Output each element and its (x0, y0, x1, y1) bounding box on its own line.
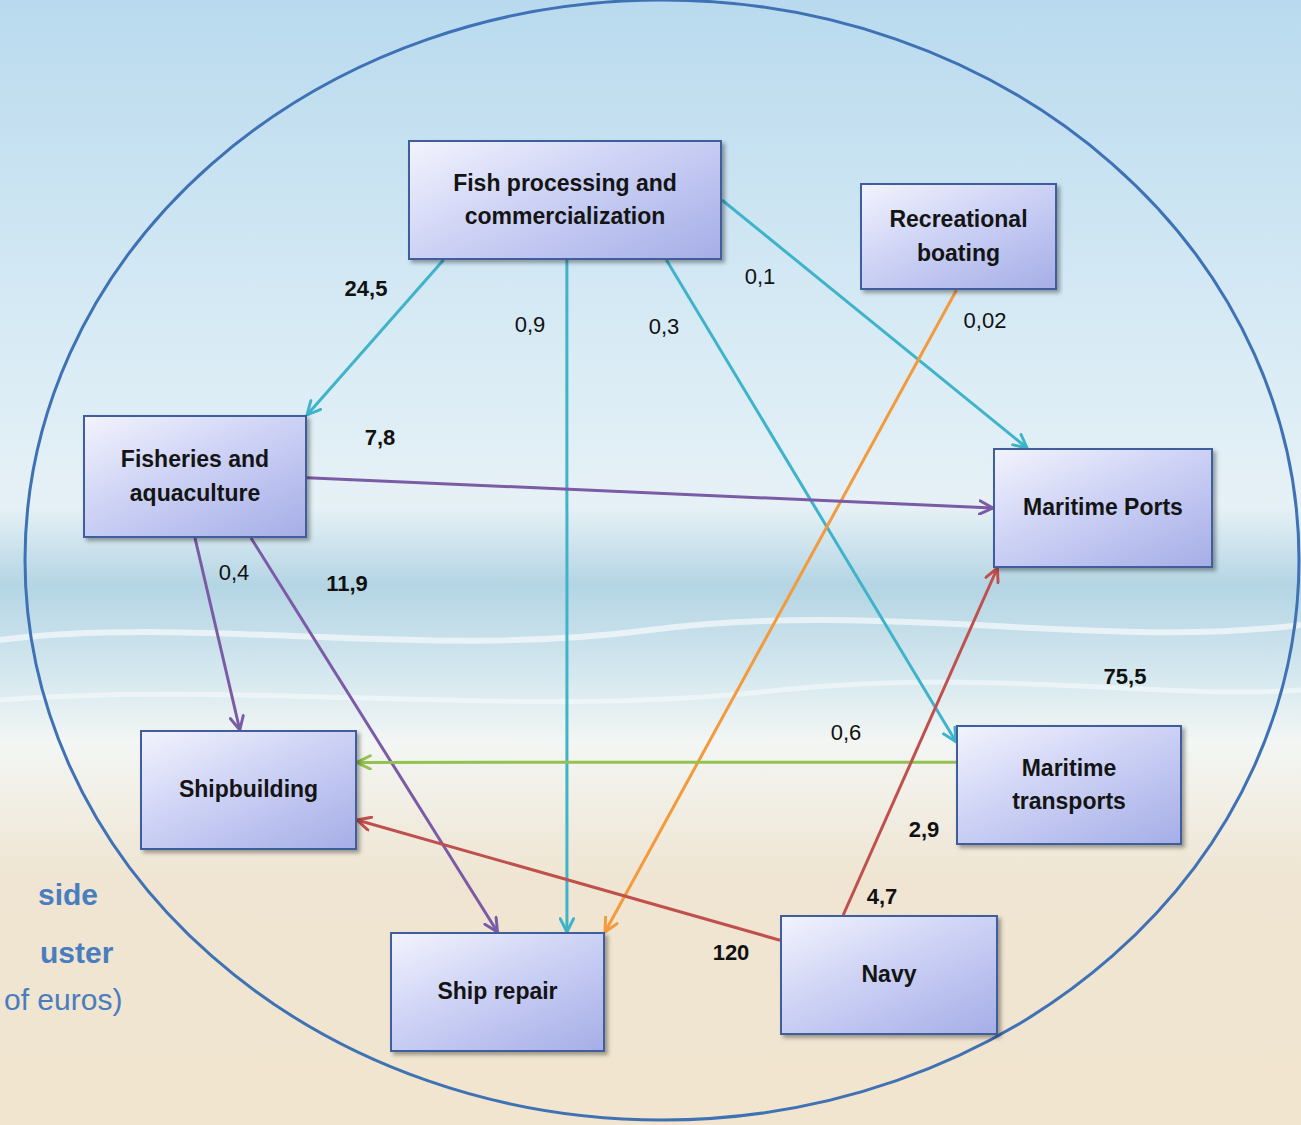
flow-value: 0,6 (831, 720, 862, 746)
process-box: Recreational boating (860, 183, 1057, 290)
process-box: Fisheries and aquaculture (83, 415, 307, 538)
flow-value: 75,5 (1104, 664, 1147, 690)
process-box: Navy (780, 915, 998, 1035)
flow-value: 0,9 (515, 312, 546, 338)
flow-value: 0,4 (219, 560, 250, 586)
flow-value: 4,7 (867, 884, 898, 910)
flow-value: 7,8 (365, 425, 396, 451)
box-label: Maritime transports (968, 752, 1170, 819)
process-box: Ship repair (390, 932, 605, 1052)
flow-value: 0,1 (745, 264, 776, 290)
process-box: Fish processing and commercialization (408, 140, 722, 260)
flow-arrow (565, 260, 568, 932)
box-label: Fish processing and commercialization (420, 167, 710, 234)
process-box: Shipbuilding (140, 730, 357, 850)
flow-value: 24,5 (345, 276, 388, 302)
flow-value: 120 (713, 940, 750, 966)
flow-arrow (357, 820, 780, 940)
flow-value: 0,3 (649, 314, 680, 340)
title-fragment: of euros) (4, 983, 122, 1017)
flow-arrow (605, 290, 957, 932)
box-label: Shipbuilding (179, 773, 318, 806)
box-label: Maritime Ports (1023, 491, 1183, 524)
flow-arrow (357, 761, 956, 764)
cluster-ellipse (25, 0, 1299, 1120)
box-label: Recreational boating (872, 203, 1045, 270)
title-fragment: side (38, 878, 98, 912)
box-label: Fisheries and aquaculture (95, 443, 295, 510)
flow-value: 11,9 (326, 571, 368, 597)
box-label: Ship repair (437, 975, 557, 1008)
flow-arrow (307, 260, 443, 415)
flow-value: 2,9 (909, 817, 940, 843)
title-fragment: uster (40, 936, 113, 970)
box-label: Navy (862, 958, 917, 991)
flow-arrow (307, 478, 993, 508)
process-box: Maritime Ports (993, 448, 1213, 568)
flow-value: 0,02 (964, 308, 1007, 334)
process-box: Maritime transports (956, 725, 1182, 845)
wave-foam (0, 620, 1301, 641)
